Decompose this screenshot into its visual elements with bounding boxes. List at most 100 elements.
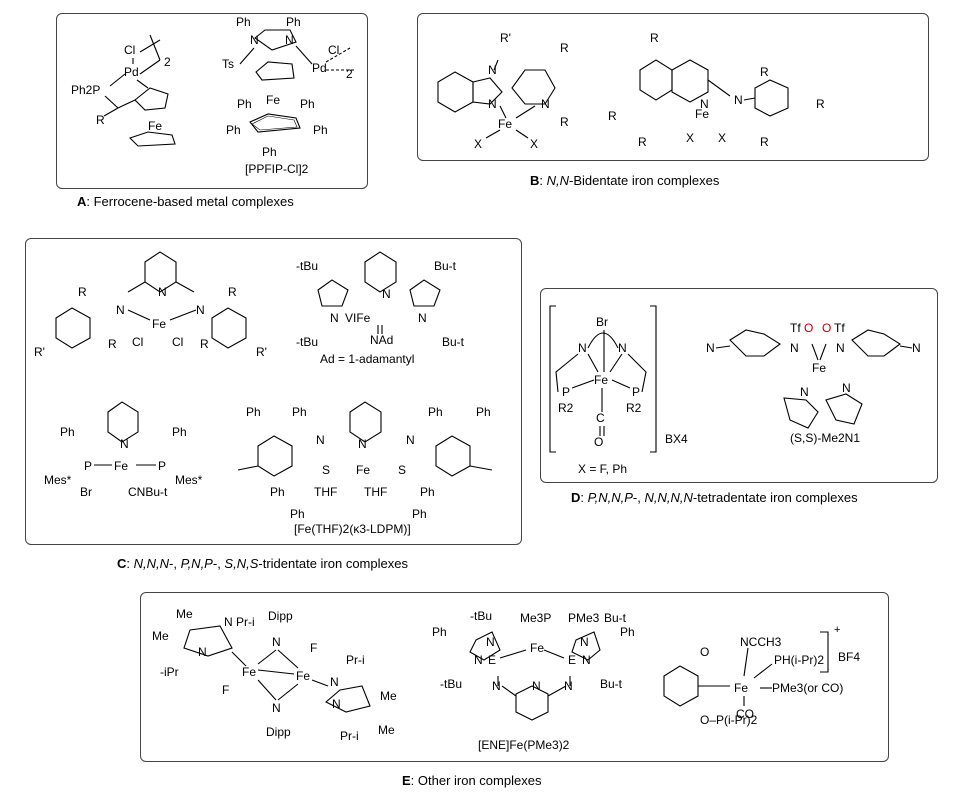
atom-ipr-e: -iPr: [160, 665, 179, 679]
atom-n-d1: N: [578, 341, 587, 355]
caption-a-text: : Ferrocene-based metal complexes: [86, 194, 294, 209]
atom-x-b3: X: [686, 131, 694, 145]
atom-pd-2: Pd: [312, 61, 327, 75]
atom-ph-c3: Ph: [246, 405, 261, 419]
atom-tbu-e1: -tBu: [470, 609, 492, 623]
compound-label-c: [Fe(THF)2(κ3-LDPM)]: [294, 522, 411, 536]
atom-n-d8: N: [842, 381, 851, 395]
atom-fe-e3: Fe: [530, 641, 544, 655]
caption-e-text: : Other iron complexes: [410, 773, 542, 788]
atom-n-e7: N: [486, 635, 495, 649]
atom-br-c: Br: [80, 485, 92, 499]
atom-ncch3: NCCH3: [740, 635, 782, 649]
caption-c-letter: C: [117, 556, 127, 571]
atom-n-c4: N: [382, 287, 391, 301]
caption-d-prefix: :: [580, 490, 588, 505]
atom-r2-d1: R2: [558, 401, 574, 415]
atom-r-b4: R: [608, 109, 617, 123]
atom-fe-d2: Fe: [812, 361, 826, 375]
atom-ph-c5: Ph: [428, 405, 443, 419]
atom-rp-c1: R': [34, 345, 45, 359]
atom-n-c6: N: [418, 311, 427, 325]
atom-o-d1: O: [804, 321, 813, 335]
atom-ph-c10: Ph: [412, 507, 427, 521]
atom-f-e1: F: [310, 641, 317, 655]
atom-vife: VIFe: [345, 311, 371, 325]
panel-e: [140, 592, 889, 762]
atom-n-c10: N: [406, 433, 415, 447]
atom-x-b2: X: [530, 137, 538, 151]
atom-n-e10: N: [582, 653, 591, 667]
anion-e: BF4: [838, 650, 860, 664]
atom-ph-c1: Ph: [60, 425, 75, 439]
atom-fe-d1: Fe: [594, 373, 608, 387]
atom-e-1: E: [488, 653, 496, 667]
atom-n-e1: N: [224, 615, 233, 629]
atom-fe-e2: Fe: [296, 669, 310, 683]
panel-a: [56, 13, 368, 189]
atom-tf-1: Tf: [790, 321, 801, 335]
atom-p-d2: P: [632, 385, 640, 399]
atom-n-a1: N: [250, 33, 259, 47]
compound-label-a: [PPFIP-Cl]2: [245, 162, 308, 176]
counterion-d: BX4: [665, 432, 688, 446]
atom-r: R: [96, 113, 105, 127]
caption-c-text: -tridentate iron complexes: [258, 556, 408, 571]
atom-but-c1: Bu-t: [434, 259, 457, 273]
caption-c-s2: -,: [212, 556, 225, 571]
compound-label-d-text: (S,S)-Me2N1: [790, 431, 861, 445]
caption-c-i3: S,N,S: [224, 556, 259, 571]
atom-r-b8: R: [760, 135, 769, 149]
atom-n-e9: N: [474, 653, 483, 667]
atom-n-e12: N: [532, 679, 541, 693]
atom-p-c2: P: [158, 459, 166, 473]
caption-a: A: Ferrocene-based metal complexes: [77, 194, 294, 209]
caption-d-i2: N,N,N,N: [644, 490, 693, 505]
atom-c-d: C: [596, 411, 605, 425]
atom-cl-2: Cl: [328, 43, 339, 57]
compound-label-e: [ENE]Fe(PMe3)2: [478, 738, 569, 752]
caption-b-text: -Bidentate iron complexes: [569, 173, 720, 188]
atom-p-c1: P: [84, 459, 92, 473]
counterion-d-text: BX4: [665, 432, 688, 446]
atom-cl-c1: Cl: [132, 335, 143, 349]
atom-n-d6: N: [912, 341, 921, 355]
atom-n-e13: N: [564, 679, 573, 693]
atom-n-e3: N: [272, 635, 281, 649]
atom-br-d: Br: [596, 315, 608, 329]
atom-ph-6: Ph: [313, 123, 328, 137]
ad-note-text: Ad = 1-adamantyl: [320, 352, 415, 366]
atom-n-c3: N: [196, 303, 205, 317]
atom-ph-c6: Ph: [476, 405, 491, 419]
atom-dipp-2: Dipp: [266, 725, 291, 739]
atom-but-e2: Bu-t: [600, 677, 623, 691]
atom-n-e11: N: [492, 679, 501, 693]
atom-n-a2: N: [285, 33, 294, 47]
caption-d-s1: -,: [632, 490, 645, 505]
caption-a-letter: A: [77, 194, 87, 209]
atom-n-d4: N: [790, 341, 799, 355]
atom-fe-e4: Fe: [734, 681, 748, 695]
atom-fe-e1: Fe: [242, 665, 256, 679]
atom-ph-c8: Ph: [290, 507, 305, 521]
atom-r2-d2: R2: [626, 401, 642, 415]
atom-fe-b2: Fe: [695, 107, 709, 121]
ad-note: Ad = 1-adamantyl: [320, 352, 414, 366]
atom-n-d3: N: [706, 341, 715, 355]
atom-x-b4: X: [718, 131, 726, 145]
caption-b-letter: B: [530, 173, 540, 188]
caption-b: B: N,N-Bidentate iron complexes: [530, 173, 720, 188]
atom-cl: Cl: [124, 43, 135, 57]
atom-cnbu: CNBu-t: [128, 485, 168, 499]
atom-n-b5: N: [734, 93, 743, 107]
atom-r-c3: R: [108, 337, 117, 351]
atom-n-e5: N: [330, 675, 339, 689]
atom-nad: NAd: [370, 333, 393, 347]
atom-rp-b: R': [500, 31, 511, 45]
atom-n-c2: N: [116, 303, 125, 317]
